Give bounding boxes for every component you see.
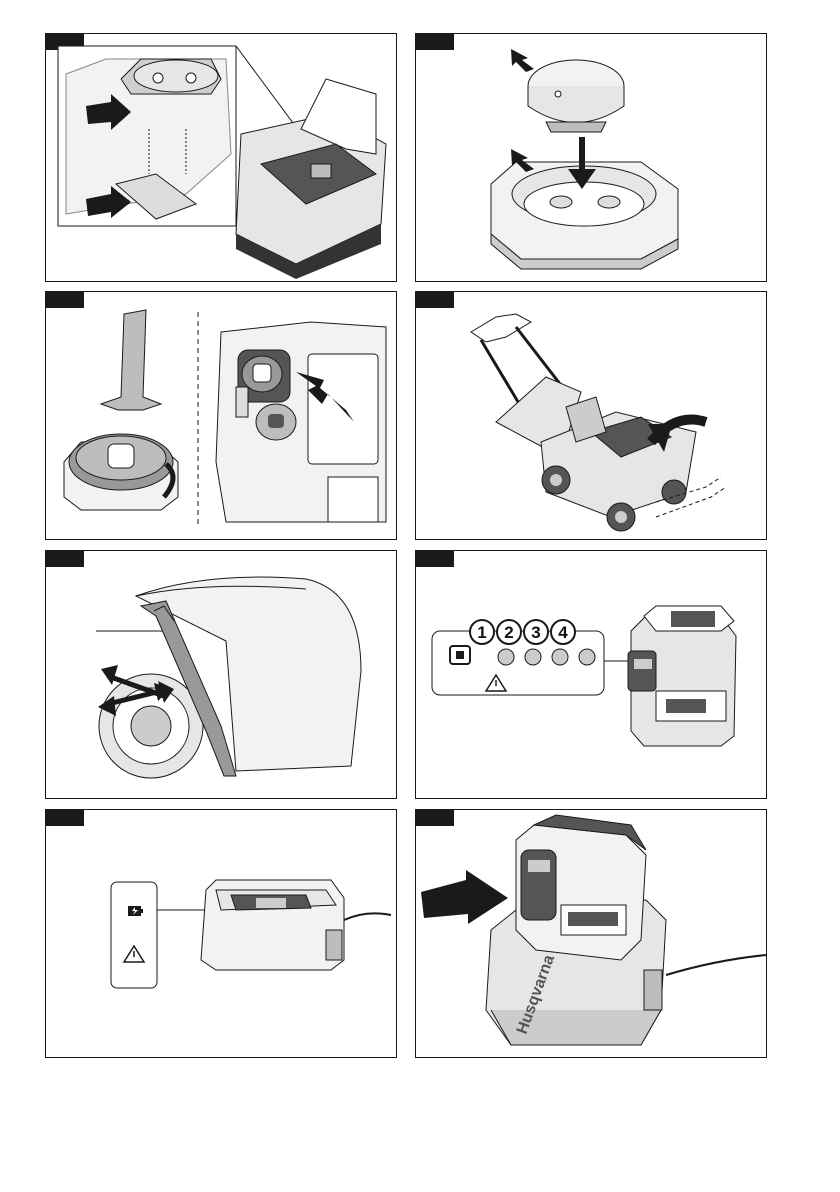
figure-4-panel [415, 291, 767, 540]
charge-led-2 [525, 649, 541, 665]
figure-3-panel [45, 291, 397, 540]
arrow-icon [101, 665, 118, 685]
led-number-label: 1 [477, 623, 486, 642]
figure-5-panel [45, 550, 397, 799]
figure-1-illustration [46, 34, 397, 282]
holder-cup [134, 60, 218, 92]
charger-indicator-panel [111, 882, 157, 988]
arrow-icon [579, 137, 585, 172]
led-number-label: 4 [558, 623, 568, 642]
charger-cable [344, 913, 391, 920]
figure-1-panel [45, 33, 397, 282]
figure-8-panel: Husqvarna [415, 809, 767, 1058]
figure-8-illustration: Husqvarna [416, 810, 767, 1058]
arrow-icon [511, 49, 534, 72]
removal-tool [101, 310, 161, 410]
page-footer-strip [0, 1184, 840, 1192]
figure-6-illustration: 1 2 3 4 [416, 551, 767, 799]
charge-led-3 [552, 649, 568, 665]
figure-7-panel [45, 809, 397, 1058]
figure-4-illustration [416, 292, 767, 540]
figure-3-illustration [46, 292, 397, 540]
mower-handle [471, 314, 531, 342]
figure-2-illustration [416, 34, 767, 282]
figure-2-panel [415, 33, 767, 282]
figure-6-panel: 1 2 3 4 [415, 550, 767, 799]
figure-7-illustration [46, 810, 397, 1058]
led-number-label: 3 [531, 623, 540, 642]
arrow-icon [421, 870, 508, 924]
charge-led-1 [498, 649, 514, 665]
charger-cable [666, 955, 766, 975]
charge-led-4 [579, 649, 595, 665]
led-number-label: 2 [504, 623, 513, 642]
figure-5-illustration [46, 551, 397, 799]
battery-vents [671, 611, 715, 627]
